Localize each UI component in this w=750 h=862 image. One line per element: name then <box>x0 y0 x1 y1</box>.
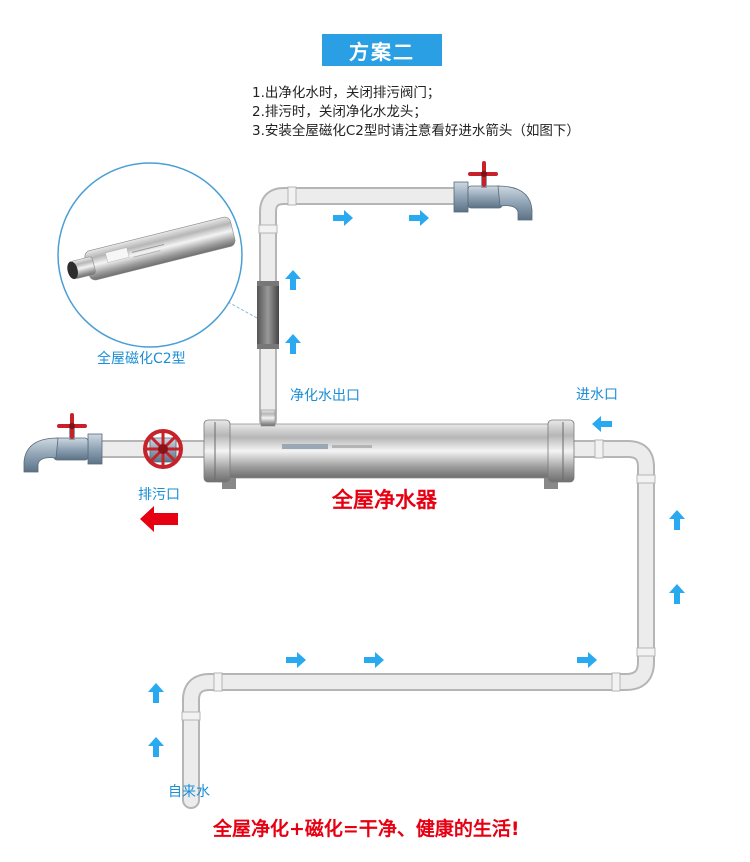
purifier-label: 全屋净水器 <box>332 488 437 512</box>
magnetizer-unit <box>257 281 279 349</box>
page-title: 方案二 <box>322 34 442 66</box>
flow-arrows <box>148 210 685 757</box>
drain-faucet <box>23 413 103 473</box>
arrow-right <box>333 210 353 226</box>
instruction-notes: 1.出净化水时，关闭排污阀门； 2.排污时，关闭净化水龙头； 3.安装全屋磁化C… <box>252 84 580 141</box>
purified-outlet-label: 净化水出口 <box>290 388 360 404</box>
note-3: 3.安装全屋磁化C2型时请注意看好进水箭头（如图下） <box>252 123 580 139</box>
purified-water-faucet <box>453 161 533 221</box>
drain-valve <box>143 429 183 469</box>
magnetizer-zoom-circle <box>57 162 243 348</box>
magnetizer-label: 全屋磁化C2型 <box>97 351 186 367</box>
water-inlet-label: 进水口 <box>576 387 618 403</box>
tap-water-label: 自来水 <box>168 784 210 800</box>
drain-arrow <box>140 506 178 532</box>
drain-outlet-label: 排污口 <box>138 487 180 503</box>
slogan: 全屋净化+磁化=干净、健康的生活! <box>213 818 520 840</box>
whole-house-purifier <box>203 409 575 489</box>
note-2: 2.排污时，关闭净化水龙头； <box>252 104 427 120</box>
note-1: 1.出净化水时，关闭排污阀门； <box>252 85 441 101</box>
